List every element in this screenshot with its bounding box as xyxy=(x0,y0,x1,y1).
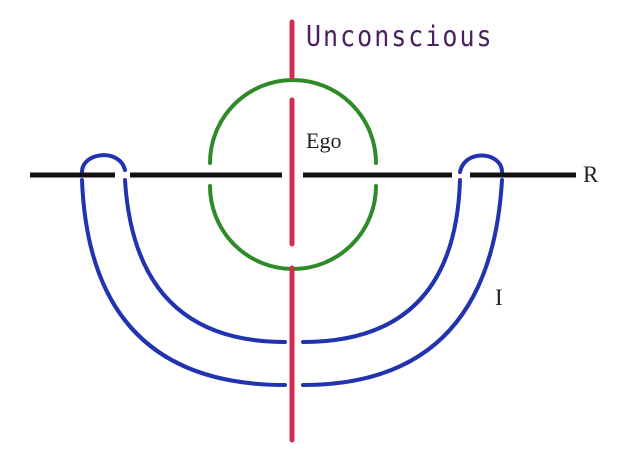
i-loop-inner-left xyxy=(123,178,287,344)
i-loop-inner-right xyxy=(301,178,462,344)
i-loop xyxy=(80,153,504,387)
unconscious-label: Unconscious xyxy=(306,19,494,54)
r-label: R xyxy=(583,162,599,187)
i-loop-outer-left xyxy=(80,178,287,387)
ego-label: Ego xyxy=(306,128,342,153)
i-loop-right-cap xyxy=(458,153,504,174)
i-loop-left-cap xyxy=(80,153,127,174)
ego-circle-top xyxy=(208,78,378,165)
i-loop-outer-right xyxy=(301,178,504,387)
i-label: I xyxy=(495,285,503,310)
